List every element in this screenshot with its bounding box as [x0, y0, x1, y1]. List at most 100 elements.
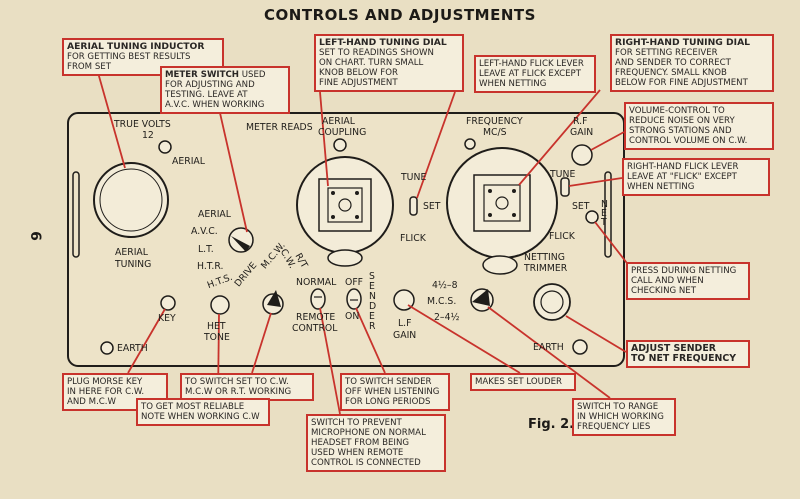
callout-het-note: TO GET MOST RELIABLE NOTE WHEN WORKING C… [136, 398, 270, 426]
label-aerial: AERIAL [172, 156, 205, 167]
label-earth-right: EARTH [533, 342, 564, 353]
callout-adjust-sender-body: ADJUST SENDER TO NET FREQUENCY [631, 343, 737, 364]
morse-key-socket [160, 295, 176, 311]
rf-gain-knob [571, 144, 593, 166]
label-earth-left: EARTH [117, 343, 148, 354]
callout-sender-off-body: TO SWITCH SENDER OFF WHEN LISTENING FOR … [345, 377, 440, 407]
label-meter-lt: L.T. [198, 244, 214, 255]
frequency-indicator [464, 138, 476, 150]
right-handle [604, 171, 612, 258]
label-het-1: HET [207, 321, 226, 332]
aerial-terminal [158, 140, 172, 154]
label-true-volts: TRUE VOLTS [114, 119, 171, 130]
callout-morse-key-body: PLUG MORSE KEY IN HERE FOR C.W. AND M.C.… [67, 377, 145, 407]
aerial-coupling-knob [333, 138, 347, 152]
callout-volume-control: VOLUME-CONTROL TO REDUCE NOISE ON VERY S… [624, 102, 774, 150]
callout-range-switch-body: SWITCH TO RANGE IN WHICH WORKING FREQUEN… [577, 402, 664, 432]
callout-left-flick-lever: LEFT-HAND FLICK LEVER LEAVE AT FLICK EXC… [474, 55, 596, 93]
label-meter-aerial: AERIAL [198, 209, 231, 220]
callout-range-switch: SWITCH TO RANGE IN WHICH WORKING FREQUEN… [572, 398, 676, 436]
callout-microphone: SWITCH TO PREVENT MICROPHONE ON NORMAL H… [306, 414, 446, 472]
label-flick-right: FLICK [549, 231, 575, 242]
label-remote-1: REMOTE [296, 312, 336, 323]
netting-trimmer-knob [533, 283, 571, 321]
label-aerial-tuning-2: TUNING [115, 259, 152, 270]
left-flick-lever [409, 196, 418, 216]
label-frequency-1: FREQUENCY [466, 116, 523, 127]
callout-switch-cw-body: TO SWITCH SET TO C.W. M.C.W OR R.T. WORK… [185, 377, 292, 397]
label-true-volts-value: 12 [142, 130, 154, 141]
earth-terminal-left [100, 341, 114, 355]
right-flick-lever [560, 177, 570, 197]
left-fine-tuning-knob [327, 249, 363, 267]
label-set-left: SET [423, 201, 441, 212]
earth-terminal-right [572, 339, 588, 355]
label-netting-2: TRIMMER [524, 263, 568, 274]
callout-meter-switch: METER SWITCH USED FOR ADJUSTING AND TEST… [160, 66, 290, 114]
label-tune-right: TUNE [550, 169, 576, 180]
callout-switch-cw: TO SWITCH SET TO C.W. M.C.W OR R.T. WORK… [180, 373, 314, 401]
page-number: 6 [26, 231, 43, 241]
label-rf-gain-2: GAIN [570, 127, 594, 138]
label-meter-htr: H.T.R. [197, 261, 224, 272]
callout-sender-off: TO SWITCH SENDER OFF WHEN LISTENING FOR … [340, 373, 450, 411]
label-het-2: TONE [204, 332, 230, 343]
label-meter-reads: METER READS [246, 122, 313, 133]
aerial-tuning-knob [93, 162, 169, 238]
callout-louder-body: MAKES SET LOUDER [475, 377, 562, 387]
callout-microphone-body: SWITCH TO PREVENT MICROPHONE ON NORMAL H… [311, 418, 426, 468]
callout-meter-switch-head-suffix: USED [239, 70, 266, 80]
right-tuning-dial [446, 147, 558, 259]
label-rf-gain-1: R.F [573, 116, 588, 127]
callout-net-press-body: PRESS DURING NETTING CALL AND WHEN CHECK… [631, 266, 737, 296]
callout-aerial-tuning-inductor-head: AERIAL TUNING INDUCTOR [67, 41, 205, 52]
het-tone-knob [210, 295, 230, 315]
label-range-2: M.C.S. [427, 296, 457, 307]
right-fine-tuning-knob [482, 255, 518, 275]
label-flick-left: FLICK [400, 233, 426, 244]
callout-left-tuning-dial-head: LEFT-HAND TUNING DIAL [319, 37, 447, 48]
callout-right-tuning-dial-body: FOR SETTING RECEIVER AND SENDER TO CORRE… [615, 48, 748, 88]
label-meter-avc: A.V.C. [191, 226, 218, 237]
label-lf-gain-1: L.F [398, 318, 412, 329]
page-title: CONTROLS AND ADJUSTMENTS [264, 6, 536, 24]
label-sender: SENDER [369, 271, 377, 332]
left-tuning-dial [296, 156, 394, 254]
label-normal: NORMAL [296, 277, 337, 288]
label-aerial-tuning-1: AERIAL [115, 247, 148, 258]
label-on: ON [345, 311, 360, 322]
label-aerial-coupling-2: COUPLING [318, 127, 367, 138]
callout-right-tuning-dial-head: RIGHT-HAND TUNING DIAL [615, 37, 751, 48]
callout-adjust-sender: ADJUST SENDER TO NET FREQUENCY [626, 340, 750, 368]
callout-het-note-body: TO GET MOST RELIABLE NOTE WHEN WORKING C… [141, 402, 260, 422]
sender-switch [346, 288, 362, 310]
net-button [585, 210, 599, 224]
label-remote-2: CONTROL [292, 323, 338, 334]
label-off: OFF [345, 277, 364, 288]
label-aerial-coupling-1: AERIAL [322, 116, 355, 127]
figure-label: Fig. 2. [528, 417, 575, 432]
meter-switch [228, 227, 254, 253]
callout-left-tuning-dial: LEFT-HAND TUNING DIAL SET TO READINGS SH… [314, 34, 464, 92]
callout-aerial-tuning-inductor-body: FOR GETTING BEST RESULTS FROM SET [67, 52, 191, 72]
callout-aerial-tuning-inductor: AERIAL TUNING INDUCTOR FOR GETTING BEST … [62, 38, 224, 76]
label-set-right: SET [572, 201, 590, 212]
label-netting-1: NETTING [524, 252, 565, 263]
callout-right-tuning-dial: RIGHT-HAND TUNING DIAL FOR SETTING RECEI… [610, 34, 774, 92]
range-switch [470, 288, 494, 312]
callout-net-press: PRESS DURING NETTING CALL AND WHEN CHECK… [626, 262, 750, 300]
left-handle [72, 171, 80, 258]
callout-right-flick-lever-body: RIGHT-HAND FLICK LEVER LEAVE AT "FLICK" … [627, 162, 739, 192]
label-key: KEY [158, 313, 176, 324]
callout-left-tuning-dial-body: SET TO READINGS SHOWN ON CHART. TURN SMA… [319, 48, 434, 88]
label-range-3: 2–4½ [434, 312, 460, 323]
label-lf-gain-2: GAIN [393, 330, 417, 341]
callout-louder: MAKES SET LOUDER [470, 373, 576, 391]
callout-right-flick-lever: RIGHT-HAND FLICK LEVER LEAVE AT "FLICK" … [622, 158, 770, 196]
label-tune-left: TUNE [401, 172, 427, 183]
label-net: NET [601, 199, 608, 228]
callout-morse-key: PLUG MORSE KEY IN HERE FOR C.W. AND M.C.… [62, 373, 168, 411]
callout-meter-switch-body: FOR ADJUSTING AND TESTING. LEAVE AT A.V.… [165, 80, 265, 110]
remote-control-switch [310, 288, 326, 310]
